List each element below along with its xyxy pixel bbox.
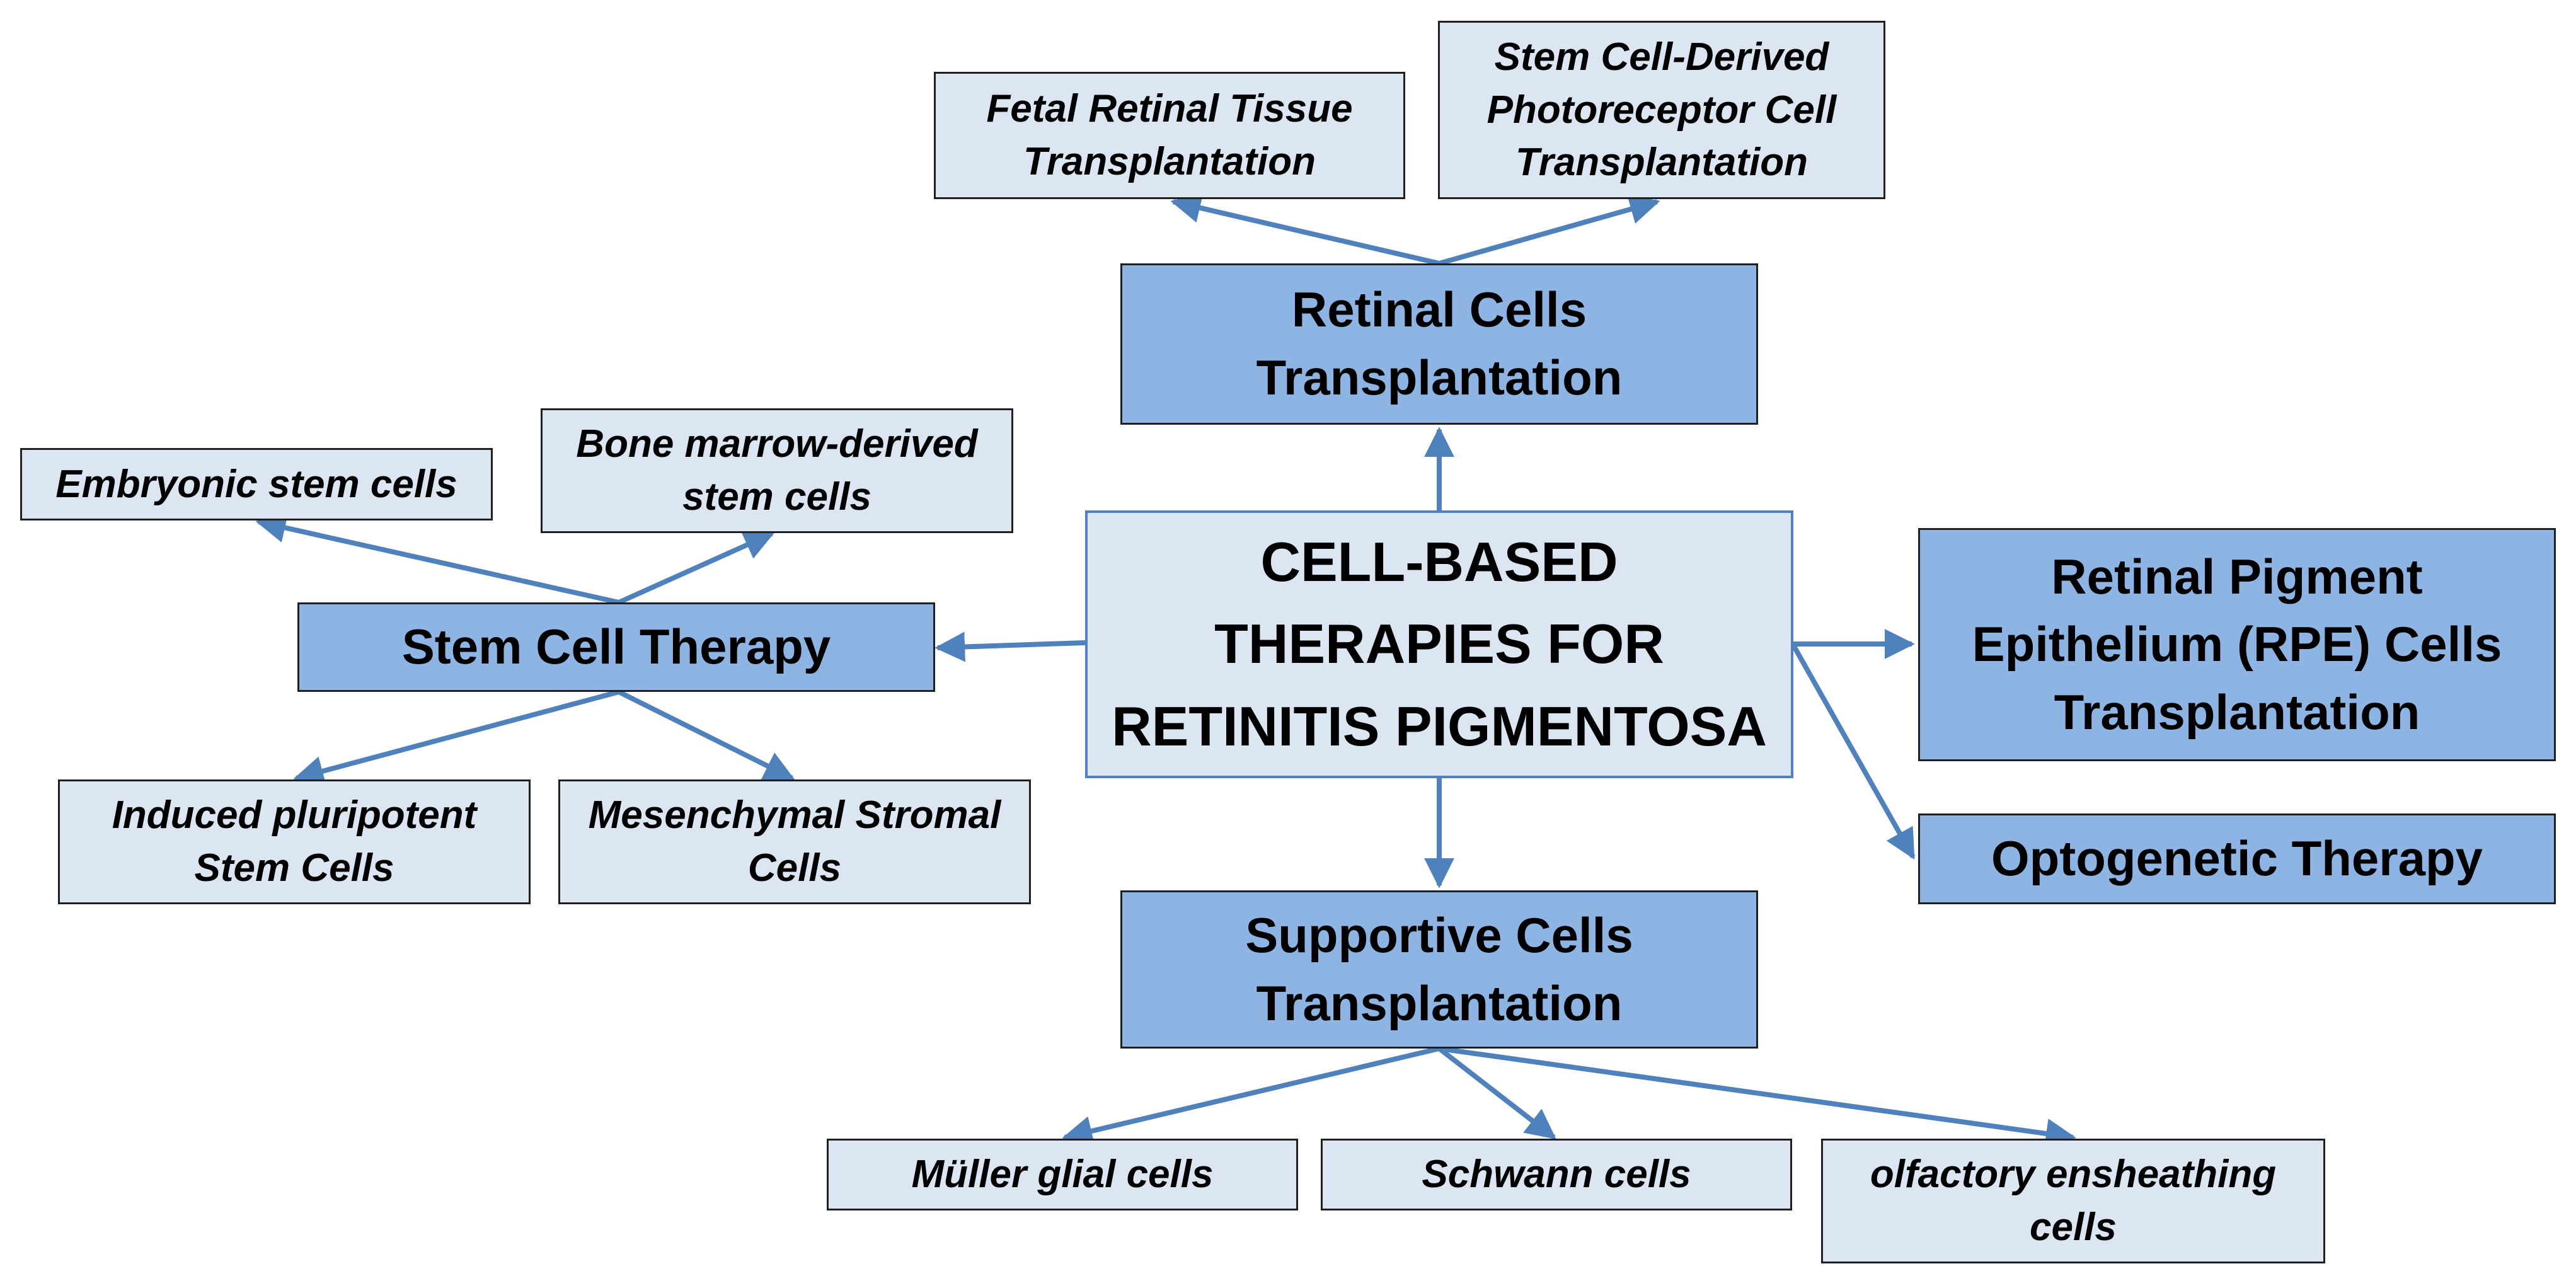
arrow-stem-to-bone-marrow — [618, 531, 775, 605]
center-label: CELL-BASED THERAPIES FOR RETINITIS PIGME… — [1112, 531, 1767, 757]
arrow-supportive-to-olfactory — [1439, 1046, 2076, 1149]
stem-cell-node: Stem Cell Therapy — [297, 602, 935, 692]
arrow-center-to-optogenetic — [1791, 644, 1916, 860]
photoreceptor-label: Stem Cell-Derived Photoreceptor Cell Tra… — [1486, 35, 1837, 185]
supportive-cells-node: Supportive Cells Transplantation — [1120, 890, 1758, 1049]
ipsc-label: Induced pluripotent Stem Cells — [112, 793, 477, 890]
mesenchymal-label: Mesenchymal Stromal Cells — [588, 793, 1001, 890]
arrow-stem-to-ipsc — [293, 689, 620, 786]
retinal-cells-label: Retinal Cells Transplantation — [1256, 282, 1623, 405]
optogenetic-node: Optogenetic Therapy — [1918, 814, 2556, 904]
arrow-supportive-to-muller — [1062, 1046, 1440, 1146]
center-node: CELL-BASED THERAPIES FOR RETINITIS PIGME… — [1085, 510, 1793, 778]
stem-cell-label: Stem Cell Therapy — [401, 619, 831, 675]
arrow-retinal-to-fetal — [1170, 193, 1440, 266]
arrow-supportive-to-schwann — [1437, 1046, 1556, 1140]
photoreceptor-node: Stem Cell-Derived Photoreceptor Cell Tra… — [1438, 21, 1885, 199]
bone-marrow-label: Bone marrow-derived stem cells — [576, 422, 978, 519]
fetal-retinal-node: Fetal Retinal Tissue Transplantation — [934, 72, 1405, 199]
arrow-stem-to-embryonic — [255, 513, 619, 605]
muller-node: Müller glial cells — [827, 1139, 1298, 1210]
optogenetic-label: Optogenetic Therapy — [1991, 831, 2483, 887]
embryonic-node: Embryonic stem cells — [20, 448, 493, 520]
embryonic-label: Embryonic stem cells — [55, 462, 457, 506]
olfactory-node: olfactory ensheathing cells — [1821, 1139, 2325, 1263]
schwann-node: Schwann cells — [1321, 1139, 1792, 1210]
rpe-label: Retinal Pigment Epithelium (RPE) Cells T… — [1972, 548, 2502, 740]
retinal-cells-node: Retinal Cells Transplantation — [1120, 263, 1758, 425]
mesenchymal-node: Mesenchymal Stromal Cells — [558, 779, 1031, 904]
olfactory-label: olfactory ensheathing cells — [1870, 1153, 2277, 1249]
bone-marrow-node: Bone marrow-derived stem cells — [541, 408, 1013, 533]
arrow-stem-to-mesenchymal — [618, 689, 795, 781]
fetal-retinal-label: Fetal Retinal Tissue Transplantation — [986, 87, 1353, 183]
schwann-label: Schwann cells — [1422, 1153, 1691, 1197]
supportive-cells-label: Supportive Cells Transplantation — [1245, 907, 1633, 1031]
rpe-node: Retinal Pigment Epithelium (RPE) Cells T… — [1918, 528, 2556, 761]
muller-label: Müller glial cells — [911, 1153, 1214, 1197]
arrow-center-to-stem-cell — [934, 631, 1086, 662]
ipsc-node: Induced pluripotent Stem Cells — [58, 779, 531, 904]
arrow-retinal-to-photoreceptor — [1438, 194, 1660, 266]
